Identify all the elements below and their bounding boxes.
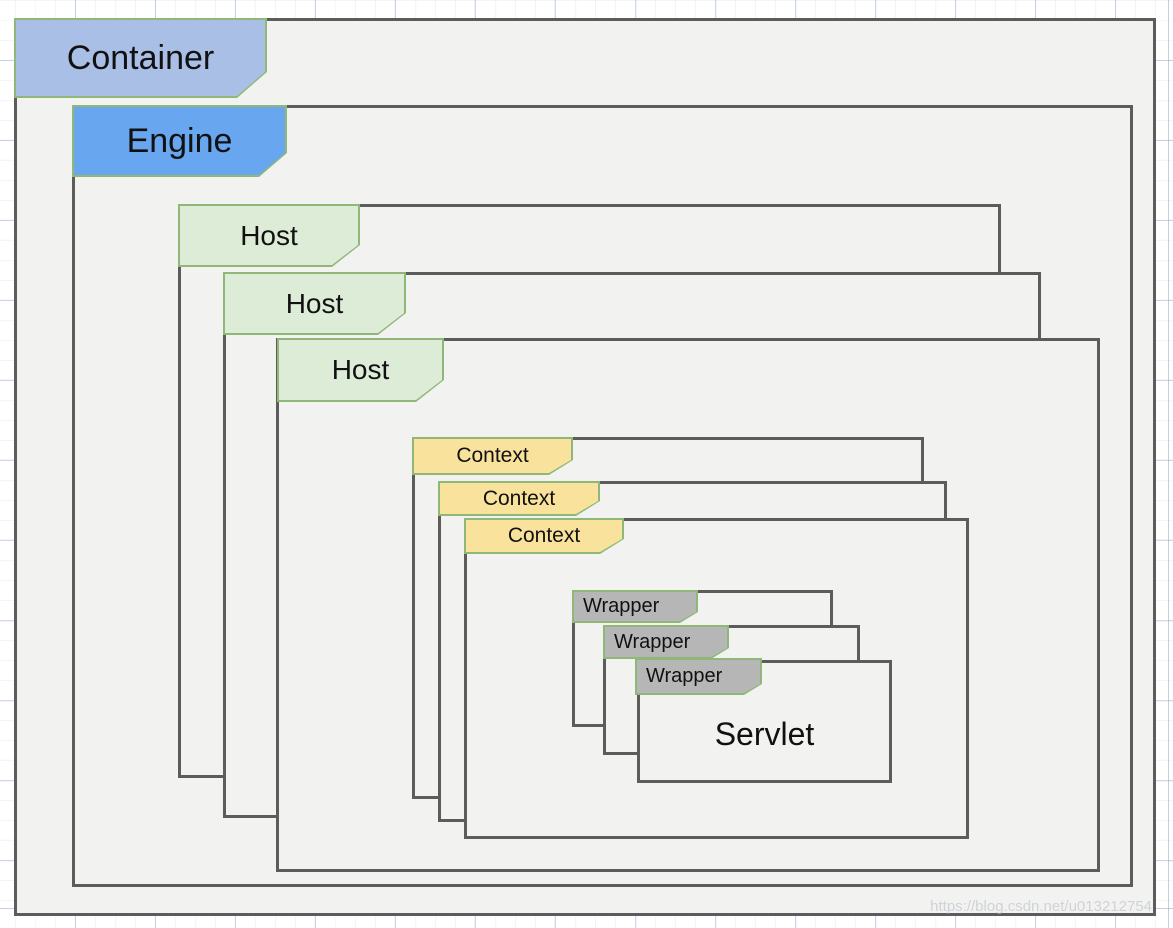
- context-label-1: Context: [456, 444, 529, 467]
- host-tab-2: Host: [223, 272, 406, 335]
- context-label-2: Context: [482, 486, 556, 510]
- wrapper-label-1: Wrapper: [583, 595, 660, 617]
- context-tab-2: Context: [438, 481, 600, 516]
- servlet-label: Servlet: [714, 716, 815, 752]
- host-label-3: Host: [331, 354, 390, 385]
- wrapper-tab-3-fill: Wrapper: [637, 660, 760, 693]
- context-tab-1: Context: [412, 437, 573, 475]
- host-tab-3-fill: Host: [279, 340, 442, 400]
- host-tab-3: Host: [277, 338, 444, 402]
- context-label-3: Context: [507, 524, 581, 547]
- wrapper-tab-3: Wrapper: [635, 658, 762, 695]
- wrapper-label-3: Wrapper: [646, 665, 723, 687]
- context-tab-3-fill: Context: [466, 520, 622, 552]
- wrapper-tab-1-fill: Wrapper: [574, 592, 696, 621]
- wrapper-tab-2-fill: Wrapper: [605, 627, 727, 657]
- engine-label: Engine: [126, 121, 233, 160]
- container-tab-fill: Container: [16, 20, 265, 96]
- engine-tab-fill: Engine: [74, 107, 285, 175]
- engine-tab: Engine: [72, 105, 287, 177]
- wrapper-tab-1: Wrapper: [572, 590, 698, 623]
- wrapper-tab-2: Wrapper: [603, 625, 729, 659]
- watermark: https://blog.csdn.net/u013212754: [930, 898, 1152, 915]
- host-tab-2-fill: Host: [225, 274, 404, 333]
- context-tab-3: Context: [464, 518, 624, 554]
- host-tab-1: Host: [178, 204, 360, 267]
- context-tab-2-fill: Context: [440, 483, 598, 514]
- wrapper-label-2: Wrapper: [614, 630, 691, 653]
- container-tab: Container: [14, 18, 267, 98]
- host-label-1: Host: [240, 219, 298, 251]
- servlet-area: Servlet: [637, 660, 892, 783]
- container-label: Container: [66, 38, 215, 77]
- host-tab-1-fill: Host: [180, 206, 358, 265]
- context-tab-1-fill: Context: [414, 439, 571, 473]
- host-label-2: Host: [285, 287, 344, 319]
